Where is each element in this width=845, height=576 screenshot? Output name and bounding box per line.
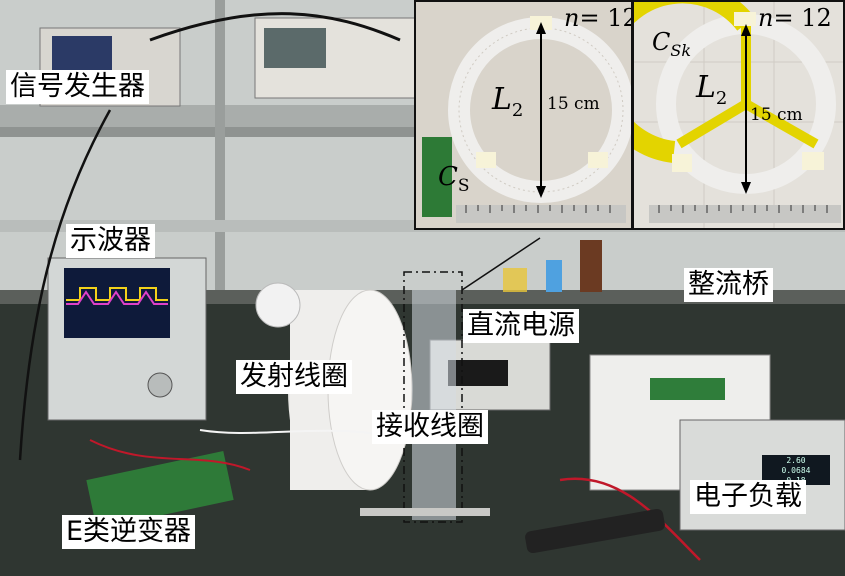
bottle-brown [580,240,602,292]
bottle-blue [546,260,562,292]
tape-left [476,152,496,168]
cable-red [559,477,701,561]
current-probe [525,508,665,554]
inset-right-turns: n= 12 [758,4,832,32]
tape-right [588,152,608,168]
label-rectifier-bridge: 整流桥 [684,268,773,302]
label-class-e-inverter: E类逆变器 [62,515,196,549]
tape-right-r [802,152,824,170]
waveform-yellow [66,287,168,301]
capacitor-board [422,137,452,217]
inset-left-inductor: L2 [492,82,524,121]
inset-coil-yellow: n= 12 CSk L2 15 cm [632,0,845,230]
cable-red-2 [89,439,251,471]
receive-coil-outline [403,271,463,523]
class-e-inverter-board [86,450,234,530]
rack-post [215,0,225,300]
inset-left-capacitor: CS [438,162,470,197]
inset-right-inductor: L2 [696,70,728,109]
label-signal-generator: 信号发生器 [6,70,149,104]
dc-supply-display [448,360,508,386]
label-electronic-load: 电子负载 [690,480,806,514]
ruler-right [649,205,841,223]
rectifier-board [650,378,725,400]
waveform-magenta [66,290,168,305]
scope-knob [147,372,173,398]
yellow-spoke-2 [676,99,749,149]
inset-right-drawing [634,2,843,228]
cable-black [149,12,401,42]
callout-line [461,237,541,291]
label-dc-power-supply: 直流电源 [463,309,579,343]
inset-left-drawing [416,2,631,228]
beaker-yellow [503,268,527,292]
cable-black-2 [18,109,112,461]
yellow-spoke-3 [743,99,819,149]
label-receive-coil: 接收线圈 [372,410,488,444]
bench-ruler [360,508,490,516]
inset-right-capacitor: CSk [652,28,692,60]
inset-right-diameter: 15 cm [750,105,803,125]
label-transmit-coil: 发射线圈 [236,360,352,394]
tape-top-r [734,12,756,26]
inset-coil-white: n= 12 L2 15 cm CS [414,0,632,230]
ruler-ticks-right [658,205,828,213]
receive-coil-acrylic [412,290,456,520]
ruler-ticks-left [465,205,611,213]
load-display-line1: 2.60 [786,456,805,465]
function-generator-screen [264,28,326,68]
label-oscilloscope: 示波器 [66,224,155,258]
inset-left-turns: n= 12 [564,4,632,32]
inset-left-diameter: 15 cm [547,94,600,114]
desk-fan [255,282,301,328]
load-display-line2: 0.0684 [782,466,811,475]
tape-left-r [672,154,692,172]
ruler-left [456,205,626,223]
